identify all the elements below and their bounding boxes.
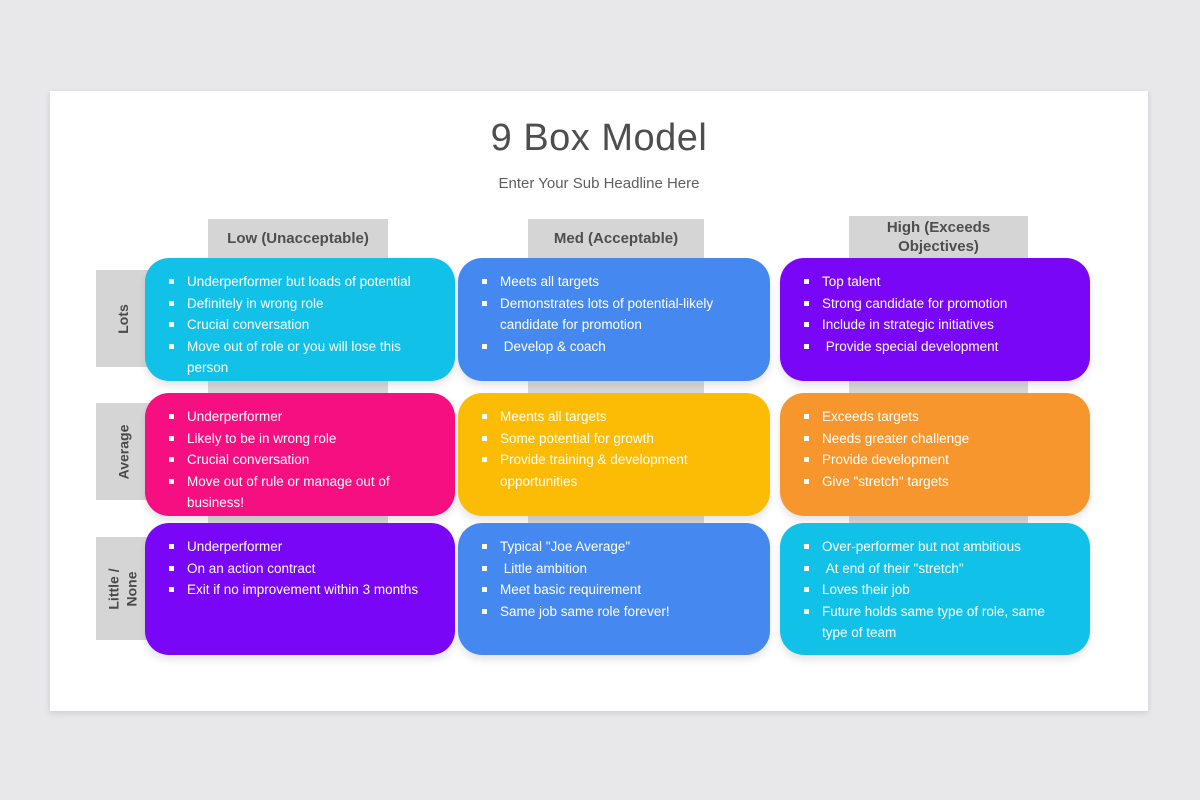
- bullet-list: Top talent Strong candidate for promotio…: [780, 258, 1090, 365]
- bullet-item: Underperformer: [167, 536, 439, 558]
- slide-card: 9 Box Model Enter Your Sub Headline Here…: [50, 91, 1148, 711]
- bullet-item: Meents all targets: [480, 406, 754, 428]
- bullet-item: On an action contract: [167, 558, 439, 580]
- row-label-little-none-text: Little / None: [105, 567, 140, 610]
- column-header-low-label: Low (Unacceptable): [227, 230, 369, 247]
- bullet-list: Underperformer but loads of potential De…: [145, 258, 455, 387]
- cell-average-med: Meents all targets Some potential for gr…: [458, 393, 770, 516]
- bullet-item: Loves their job: [802, 579, 1074, 601]
- bullet-item: Crucial conversation: [167, 449, 439, 471]
- row-label-average-text: Average: [115, 424, 131, 479]
- cell-lots-high: Top talent Strong candidate for promotio…: [780, 258, 1090, 381]
- bullet-item: Meet basic requirement: [480, 579, 754, 601]
- bullet-item: Some potential for growth: [480, 428, 754, 450]
- column-header-low: Low (Unacceptable): [208, 219, 388, 258]
- cell-average-high: Exceeds targets Needs greater challenge …: [780, 393, 1090, 516]
- bullet-item: Demonstrates lots of potential-likely ca…: [480, 293, 754, 336]
- bullet-item: Include in strategic initiatives: [802, 314, 1074, 336]
- bullet-item: Likely to be in wrong role: [167, 428, 439, 450]
- column-header-high-label: High (Exceeds Objectives): [886, 219, 991, 255]
- bullet-list: Over-performer but not ambitious At end …: [780, 523, 1090, 652]
- bullet-item: Typical "Joe Average": [480, 536, 754, 558]
- column-header-med-label: Med (Acceptable): [553, 230, 679, 247]
- bullet-item: Move out of rule or manage out of busine…: [167, 471, 439, 514]
- bullet-item: Crucial conversation: [167, 314, 439, 336]
- bullet-list: Meents all targets Some potential for gr…: [458, 393, 770, 500]
- column-header-high: High (Exceeds Objectives): [849, 216, 1028, 258]
- bullet-item: Give "stretch" targets: [802, 471, 1074, 493]
- row-label-lots: Lots: [96, 270, 150, 367]
- bullet-item: Over-performer but not ambitious: [802, 536, 1074, 558]
- row-label-average: Average: [96, 403, 150, 500]
- bullet-item: Meets all targets: [480, 271, 754, 293]
- bullet-item: Provide special development: [802, 336, 1074, 358]
- page-title: 9 Box Model: [490, 117, 708, 159]
- bullet-item: Exceeds targets: [802, 406, 1074, 428]
- cell-little-none-med: Typical "Joe Average" Little ambition Me…: [458, 523, 770, 655]
- bullet-item: Exit if no improvement within 3 months: [167, 579, 439, 601]
- cell-little-none-high: Over-performer but not ambitious At end …: [780, 523, 1090, 655]
- bullet-list: Meets all targets Demonstrates lots of p…: [458, 258, 770, 365]
- bullet-list: Exceeds targets Needs greater challenge …: [780, 393, 1090, 500]
- cell-little-none-low: Underperformer On an action contract Exi…: [145, 523, 455, 655]
- page-subtitle: Enter Your Sub Headline Here: [498, 175, 700, 192]
- row-label-lots-text: Lots: [115, 303, 131, 334]
- bullet-item: Move out of role or you will lose this p…: [167, 336, 439, 379]
- bullet-item: Top talent: [802, 271, 1074, 293]
- bullet-item: Provide training & development opportuni…: [480, 449, 754, 492]
- bullet-item: Future holds same type of role, same typ…: [802, 601, 1074, 644]
- bullet-list: Underperformer Likely to be in wrong rol…: [145, 393, 455, 522]
- cell-average-low: Underperformer Likely to be in wrong rol…: [145, 393, 455, 516]
- cell-lots-low: Underperformer but loads of potential De…: [145, 258, 455, 381]
- column-header-med: Med (Acceptable): [528, 219, 704, 258]
- cell-lots-med: Meets all targets Demonstrates lots of p…: [458, 258, 770, 381]
- row-label-little-none: Little / None: [96, 537, 150, 640]
- bullet-item: Develop & coach: [480, 336, 754, 358]
- bullet-item: Strong candidate for promotion: [802, 293, 1074, 315]
- bullet-item: Underperformer: [167, 406, 439, 428]
- bullet-item: Underperformer but loads of potential: [167, 271, 439, 293]
- bullet-item: Definitely in wrong role: [167, 293, 439, 315]
- bullet-item: Needs greater challenge: [802, 428, 1074, 450]
- bullet-item: Same job same role forever!: [480, 601, 754, 623]
- bullet-list: Typical "Joe Average" Little ambition Me…: [458, 523, 770, 630]
- bullet-item: Provide development: [802, 449, 1074, 471]
- bullet-list: Underperformer On an action contract Exi…: [145, 523, 455, 609]
- bullet-item: At end of their "stretch": [802, 558, 1074, 580]
- bullet-item: Little ambition: [480, 558, 754, 580]
